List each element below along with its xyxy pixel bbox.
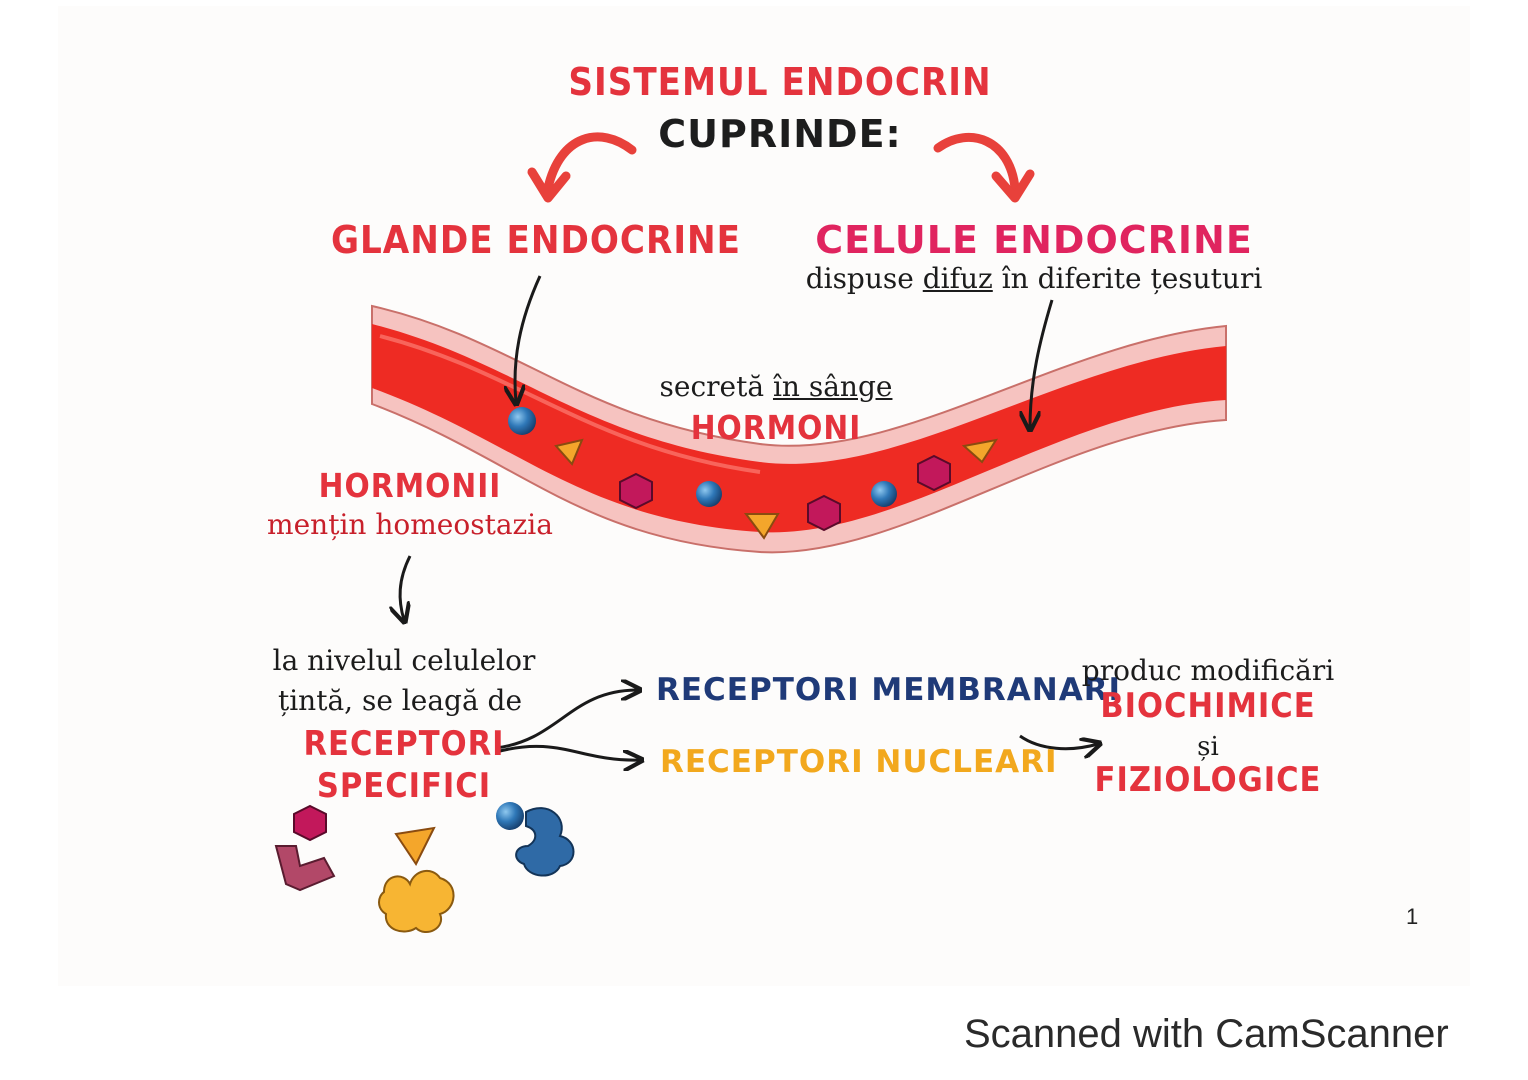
arrow-to-target-cells (400, 555, 412, 620)
produce-label: produc modificări (1081, 654, 1335, 687)
blood-vessel-lumen (372, 324, 1226, 533)
target-cells-line2: țintă, se leagă de (277, 684, 523, 717)
diagram-title: SISTEMUL ENDOCRIN (568, 60, 992, 104)
glands-heading: GLANDE ENDOCRINE (330, 218, 742, 262)
cells-heading: CELULE ENDOCRINE (815, 218, 1253, 262)
hormone-sphere (508, 407, 536, 435)
hormone-hexagon (917, 454, 951, 492)
homeostasis-label: mențin homeostazia (267, 508, 553, 541)
hormone-sphere (696, 481, 722, 507)
hormone-hexagon-bound (293, 804, 327, 842)
cells-desc-underlined: difuz (922, 262, 993, 295)
receptor-orange (378, 869, 455, 933)
specific-receptors-line2: SPECIFICI (316, 766, 492, 806)
arrow-glands-to-blood (515, 275, 542, 402)
blood-vessel-highlight (379, 334, 761, 474)
camscanner-watermark: Scanned with CamScanner (964, 1012, 1449, 1056)
secrete-label: secretă în sânge (660, 370, 893, 403)
arrow-to-membrane-receptors (495, 690, 638, 750)
membrane-receptors-label: RECEPTORI MEMBRANARI (656, 672, 1122, 708)
hormonii-label: HORMONII (318, 466, 502, 505)
and-label: și (1197, 732, 1219, 762)
hormone-triangle (961, 438, 999, 464)
physiological-label: FIZIOLOGICE (1094, 760, 1322, 800)
hormone-triangle (554, 438, 584, 466)
receptor-blue (515, 807, 575, 877)
hormone-sphere (871, 481, 897, 507)
hormone-triangle-bound (394, 826, 436, 866)
arrow-to-effects (1019, 734, 1098, 749)
diagram-subtitle: CUPRINDE: (658, 112, 902, 156)
specific-receptors-line1: RECEPTORI (303, 724, 505, 764)
receptor-purple (274, 845, 336, 892)
page-number: 1 (1406, 904, 1419, 929)
arrow-to-nuclear-receptors (495, 744, 640, 760)
arrow-cells-to-blood (1030, 299, 1054, 428)
hormone-hexagon (619, 472, 653, 510)
biochemical-label: BIOCHIMICE (1100, 686, 1316, 726)
target-cells-line1: la nivelul celulelor (272, 644, 536, 677)
arrow-to-cells (933, 132, 1020, 193)
cells-desc-text: dispuse (805, 262, 914, 295)
secrete-text: secretă (659, 370, 765, 403)
nuclear-receptors-label: RECEPTORI NUCLEARI (660, 744, 1058, 780)
cells-description: dispuse difuz în diferite țesuturi (806, 262, 1263, 295)
hormones-label: HORMONI (690, 408, 862, 447)
hormone-hexagon (807, 494, 841, 532)
cells-desc-text-end: în diferite țesuturi (1001, 262, 1263, 295)
arrow-to-glands (543, 132, 637, 193)
secrete-underlined: în sânge (772, 370, 893, 403)
hormone-sphere-bound (496, 802, 524, 830)
blood-vessel-outer (371, 304, 1227, 554)
hormone-triangle (744, 513, 780, 540)
